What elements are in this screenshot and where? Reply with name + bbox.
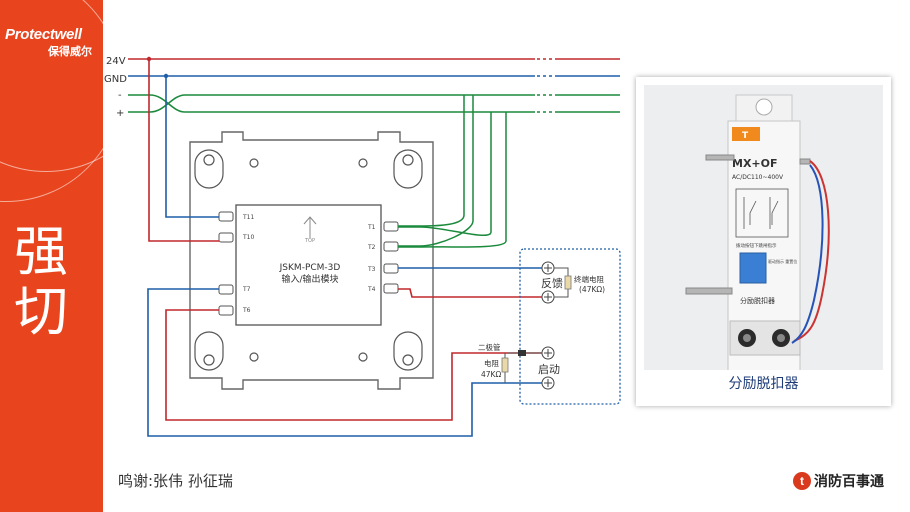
eol-resistor-value: (47KΩ)	[579, 285, 605, 294]
terminal-label: T7	[242, 286, 251, 293]
device-voltage: AC/DC110~400V	[732, 174, 784, 181]
wire-gnd-t11	[165, 76, 219, 218]
brand-sidebar: Protectwell 保得威尔 强切	[0, 0, 103, 512]
diode-label: 二极管	[478, 342, 501, 352]
start-resistor-label: 电阻	[484, 358, 499, 368]
top-arrow-icon	[303, 216, 317, 238]
terminal-label: T1	[367, 224, 376, 231]
device-front-label: MX+OF	[732, 157, 778, 170]
module-top-label: TOP	[304, 238, 315, 244]
logo-mark-icon: t	[793, 472, 811, 490]
device-photo-caption: 分励脱扣器	[728, 376, 799, 392]
bus-label-plus: +	[116, 108, 124, 119]
diode-icon	[518, 350, 526, 356]
wire-bus-t1-t2	[398, 95, 507, 248]
device-bottom-label: 分励脱扣器	[740, 296, 775, 305]
footer-logo: t 消防百事通	[793, 470, 884, 492]
bus-label-gnd: GND	[104, 74, 127, 85]
device-hint: 拨动按钮下跳闸指示	[736, 242, 777, 249]
mounting-slots	[194, 149, 423, 371]
device-photo-card: T MX+OF AC/DC110~400V 拨动按钮下跳闸指示 驱动指示 重置位…	[636, 77, 891, 406]
start-resistor-icon	[501, 357, 509, 373]
feedback-label: 反馈	[541, 277, 563, 290]
page-title: 强切	[14, 220, 68, 343]
device-switch-label: 驱动指示 重置位	[768, 258, 797, 264]
start-resistor-value: 47KΩ	[481, 370, 501, 379]
wire-start-t7	[147, 288, 548, 437]
terminal-label: T2	[367, 244, 376, 251]
bus-label-24v: 24V	[106, 56, 126, 67]
terminal-label: T6	[242, 307, 251, 314]
start-component-leads	[504, 352, 542, 383]
credits-text: 鸣谢:张伟 孙征瑞	[118, 472, 233, 490]
module-body	[235, 204, 382, 326]
eol-resistor-leads	[554, 267, 569, 298]
terminal-label: T11	[242, 214, 254, 221]
bus-minus	[128, 94, 620, 113]
eol-resistor-label: 终端电阻	[574, 274, 604, 284]
bus-label-minus: -	[118, 90, 122, 101]
wire-start-t6	[165, 309, 548, 421]
wire-feedback-t4	[398, 288, 548, 298]
terminals-right	[383, 221, 399, 294]
module-description: 输入/输出模块	[281, 273, 338, 285]
brand-name-cn: 保得威尔	[48, 46, 92, 58]
logo-text: 消防百事通	[814, 474, 884, 490]
feedback-terminal-screws	[541, 261, 555, 304]
device-photo: T MX+OF AC/DC110~400V 拨动按钮下跳闸指示 驱动指示 重置位…	[644, 85, 883, 372]
eol-resistor-icon	[564, 275, 572, 290]
terminal-label: T10	[242, 234, 254, 241]
field-device-box	[519, 248, 621, 405]
module-model: JSKM-PCM-3D	[279, 263, 341, 273]
wire-24v-t10	[148, 59, 219, 242]
terminal-label: T3	[367, 266, 376, 273]
shunt-trip-illustration: T MX+OF AC/DC110~400V 拨动按钮下跳闸指示 驱动指示 重置位…	[685, 94, 830, 372]
brand-name-en: Protectwell	[5, 26, 82, 43]
start-label: 启动	[538, 363, 560, 376]
terminal-label: T4	[367, 286, 376, 293]
svg-text:T: T	[742, 131, 749, 141]
start-terminal-screws	[541, 346, 555, 390]
terminals-left	[218, 211, 234, 316]
